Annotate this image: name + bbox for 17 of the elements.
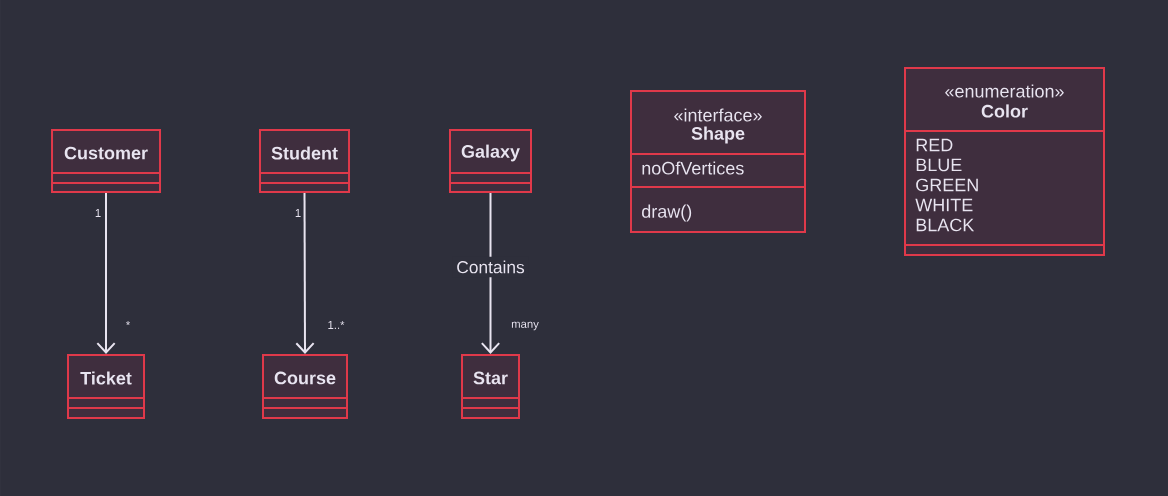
class-box: «enumeration» Color RED BLUE GREEN WHITE BLACK [904,67,1105,256]
arrow [96,192,116,354]
class-box: Star [461,354,520,419]
edge-label: Contains [452,256,529,278]
class-box: «interface» Shape noOfVertices draw() [630,90,806,233]
multiplicity-label: many [511,321,539,331]
class-box: Customer [51,129,161,193]
multiplicity-label: 1 [95,209,101,217]
arrow [480,192,501,354]
multiplicity-label: 1..* [328,321,345,329]
class-box: Student [259,129,350,193]
class-box: Galaxy [449,129,532,193]
arrow [295,192,315,354]
multiplicity-label: * [126,321,131,326]
class-box: Course [262,354,348,419]
class-box: Ticket [67,354,145,419]
multiplicity-label: 1 [295,209,301,217]
